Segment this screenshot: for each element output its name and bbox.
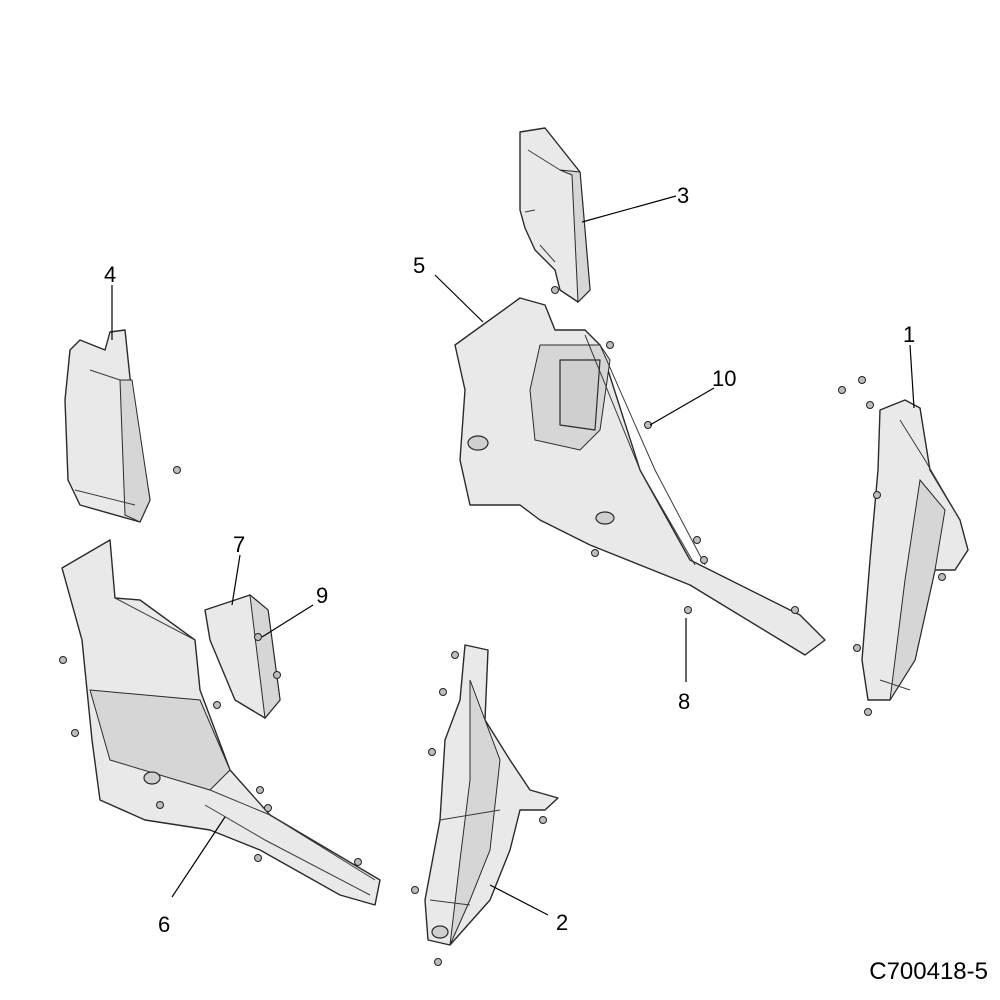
callout-10: 10: [712, 366, 736, 391]
callout-labels: 3 5 4 1 10 7 9 8 6 2: [104, 183, 915, 937]
screw-icon: [428, 748, 436, 756]
screw-icon: [439, 688, 447, 696]
screw-icon: [858, 376, 866, 384]
callout-5: 5: [413, 253, 425, 278]
leader-lines: [111, 195, 915, 916]
screw-icon: [864, 708, 872, 716]
screw-icon: [71, 729, 79, 737]
screw-icon: [551, 286, 559, 294]
screw-icon: [684, 606, 692, 614]
screw-icon: [873, 491, 881, 499]
screw-icon: [853, 644, 861, 652]
screw-icon: [434, 958, 442, 966]
screw-icon: [591, 549, 599, 557]
figure-id-label: C700418-5: [869, 958, 988, 985]
callout-3: 3: [677, 183, 689, 208]
screw-icon: [700, 556, 708, 564]
screw-icon: [838, 386, 846, 394]
part-3-upper-panel: [519, 127, 591, 304]
part-7-block: [204, 593, 281, 720]
part-2-center-lower-panel: [424, 644, 559, 946]
screw-icon: [59, 656, 67, 664]
screw-icon: [693, 536, 701, 544]
callout-2: 2: [556, 910, 568, 935]
screw-icon: [273, 671, 281, 679]
screw-icon: [264, 804, 272, 812]
part-6-left-lower-panel: [61, 539, 381, 906]
screw-icon: [354, 858, 362, 866]
callout-9: 9: [316, 583, 328, 608]
screw-icon: [644, 421, 652, 429]
screw-icon: [451, 651, 459, 659]
callout-1: 1: [903, 322, 915, 347]
part-1-right-panel: [861, 399, 969, 701]
screw-icon: [173, 466, 181, 474]
callout-4: 4: [104, 262, 116, 287]
screw-icon: [254, 633, 262, 641]
callout-8: 8: [678, 689, 690, 714]
callout-7: 7: [233, 532, 245, 557]
screw-icon: [606, 341, 614, 349]
screw-icon: [866, 401, 874, 409]
screw-icon: [539, 816, 547, 824]
screw-icon: [213, 701, 221, 709]
callout-6: 6: [158, 912, 170, 937]
part-5-center-panel: [454, 297, 826, 656]
screw-icon: [254, 854, 262, 862]
screw-icon: [938, 573, 946, 581]
screw-icon: [411, 886, 419, 894]
screw-icon: [156, 801, 164, 809]
fasteners: [59, 286, 946, 966]
screw-icon: [256, 786, 264, 794]
screw-icon: [791, 606, 799, 614]
part-4-left-upper-panel: [64, 329, 151, 523]
